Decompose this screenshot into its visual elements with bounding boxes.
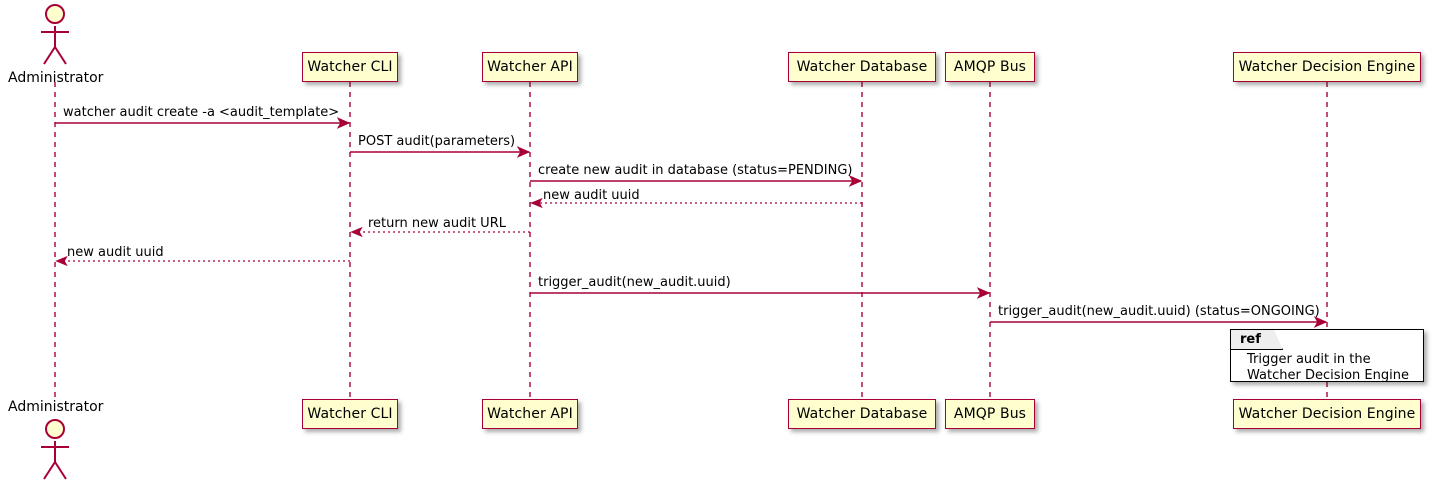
participant-label: Watcher API: [487, 59, 573, 75]
message-label-6: new audit uuid: [67, 245, 164, 260]
participant-watcher-cli-bottom[interactable]: Watcher CLI: [302, 399, 398, 429]
message-label-4: new audit uuid: [543, 188, 640, 203]
ref-fragment-line-1: Trigger audit in the: [1247, 352, 1371, 367]
actor-figure-bottom-administrator: [41, 419, 69, 480]
message-arrow-8: [990, 316, 1328, 328]
actor-label-bottom-administrator: Administrator: [8, 399, 104, 415]
participant-label: AMQP Bus: [953, 406, 1027, 422]
participant-label: Watcher Database: [796, 406, 928, 422]
participant-amqp-bus-top[interactable]: AMQP Bus: [945, 52, 1035, 82]
participant-label: Watcher Decision Engine: [1238, 59, 1416, 75]
message-arrow-4: [530, 197, 862, 209]
participant-watcher-database-bottom[interactable]: Watcher Database: [788, 399, 936, 429]
message-label-3: create new audit in database (status=PEN…: [538, 163, 853, 178]
participant-watcher-cli-top[interactable]: Watcher CLI: [302, 52, 398, 82]
ref-fragment-body: Trigger audit in the Watcher Decision En…: [1231, 352, 1423, 384]
participant-label: Watcher API: [487, 406, 573, 422]
participant-watcher-decision-engine-top[interactable]: Watcher Decision Engine: [1233, 52, 1421, 82]
participant-watcher-database-top[interactable]: Watcher Database: [788, 52, 936, 82]
message-label-7: trigger_audit(new_audit.uuid): [538, 275, 731, 290]
participant-watcher-api-bottom[interactable]: Watcher API: [482, 399, 578, 429]
participant-amqp-bus-bottom[interactable]: AMQP Bus: [945, 399, 1035, 429]
message-arrow-2: [350, 146, 531, 158]
message-arrow-3: [530, 175, 863, 187]
ref-fragment: ref Trigger audit in the Watcher Decisio…: [1230, 329, 1424, 384]
participant-label: Watcher Database: [796, 59, 928, 75]
ref-fragment-line-2: Watcher Decision Engine: [1247, 368, 1409, 383]
message-label-8: trigger_audit(new_audit.uuid) (status=ON…: [998, 304, 1320, 319]
participant-label: AMQP Bus: [953, 59, 1027, 75]
message-label-1: watcher audit create -a <audit_template>: [63, 105, 340, 120]
ref-fragment-keyword: ref: [1231, 330, 1283, 350]
message-arrow-5: [350, 226, 530, 238]
message-arrow-6: [55, 255, 350, 267]
message-arrow-1: [55, 117, 351, 129]
actor-label-top-administrator: Administrator: [8, 70, 104, 86]
actor-figure-top-administrator: [41, 4, 69, 65]
message-arrow-7: [530, 287, 991, 299]
participant-label: Watcher CLI: [307, 59, 393, 75]
message-label-2: POST audit(parameters): [358, 134, 516, 149]
participant-label: Watcher Decision Engine: [1238, 406, 1416, 422]
participant-label: Watcher CLI: [307, 406, 393, 422]
participant-watcher-api-top[interactable]: Watcher API: [482, 52, 578, 82]
participant-watcher-decision-engine-bottom[interactable]: Watcher Decision Engine: [1233, 399, 1421, 429]
message-label-5: return new audit URL: [368, 216, 506, 231]
